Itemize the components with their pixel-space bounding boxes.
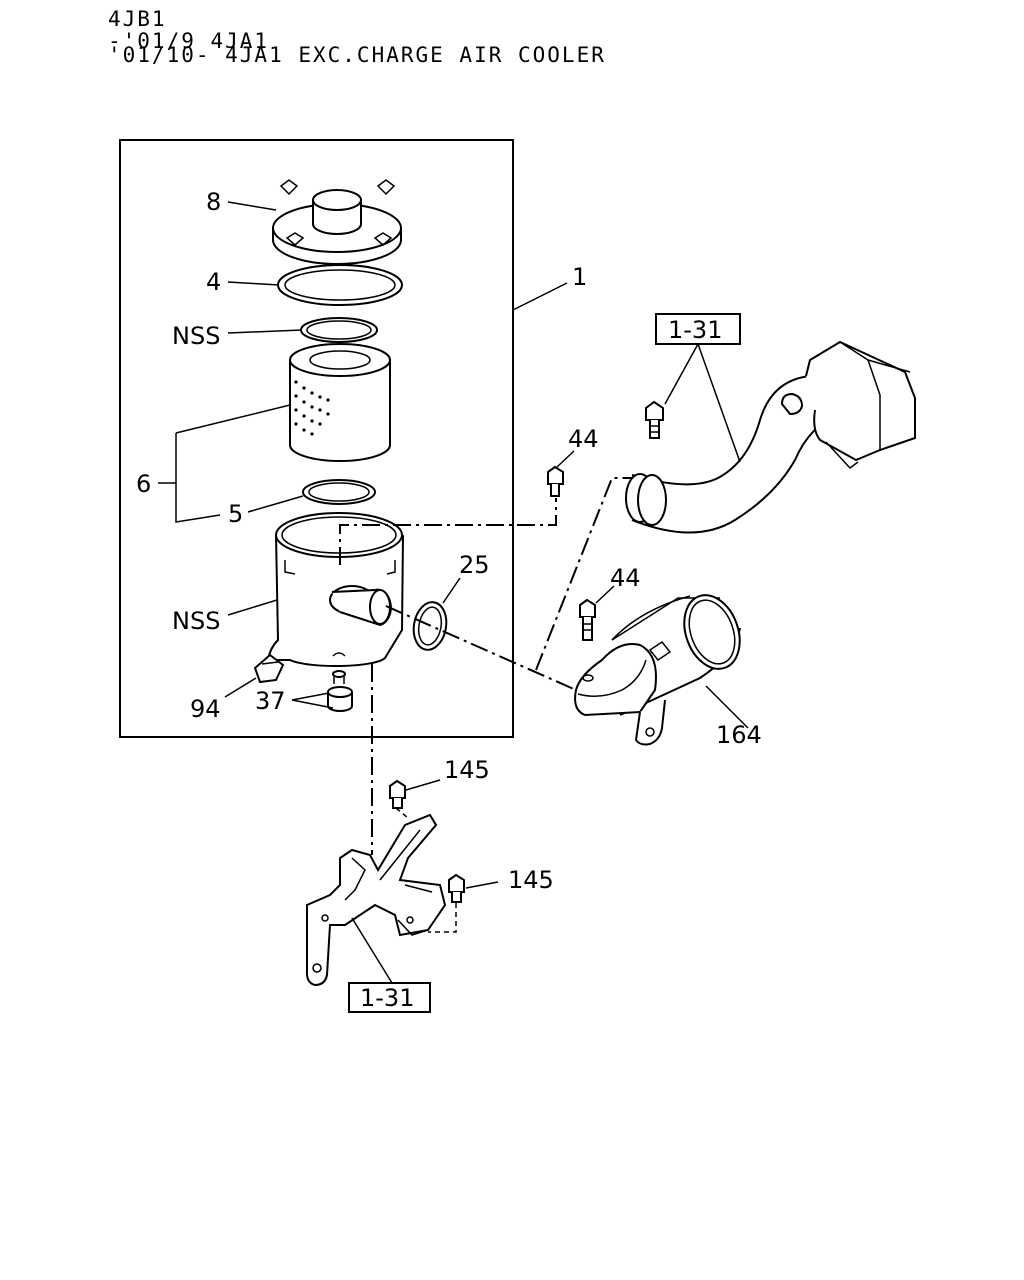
part-8-cover[interactable] [272,179,402,265]
callout-145-top: 145 [444,756,490,784]
callout-44-top: 44 [568,425,599,453]
callout-44-mid: 44 [610,564,641,592]
callout-164: 164 [716,721,762,749]
callout-6: 6 [136,470,151,498]
callout-1: 1 [572,263,587,291]
assembly-frame [119,139,514,738]
assembly-lines [339,477,632,933]
callout-4: 4 [206,268,221,296]
header-line-3: '01/10- 4JA1 EXC.CHARGE AIR COOLER [108,43,606,67]
ref-label-top[interactable]: 1-31 [668,316,722,344]
callout-25: 25 [459,551,490,579]
callout-94: 94 [190,695,221,723]
part-145-bolt-top[interactable] [389,779,406,809]
callout-8: 8 [206,188,221,216]
leader-lines [158,201,749,984]
ref-label-bottom[interactable]: 1-31 [360,984,414,1012]
part-44-bolt-mid[interactable] [579,598,596,641]
callout-nss-housing: NSS [172,607,220,635]
ref-box-top[interactable] [655,313,741,345]
part-4-seal-ring[interactable] [277,264,403,306]
part-164-resonator[interactable] [574,587,749,746]
part-145-bolt-mid[interactable] [448,873,465,903]
callout-5: 5 [228,500,243,528]
part-94-valve[interactable] [253,653,285,684]
part-6-filter-element[interactable] [289,343,391,462]
header-line-1: 4JB1 [108,7,167,31]
part-nss-housing[interactable] [266,512,404,668]
part-44-bolt-top[interactable] [547,465,564,497]
ref-box-bottom[interactable] [348,982,431,1013]
part-5-ring[interactable] [302,479,376,505]
header-line-2: -'01/9 4JA1 [108,29,270,53]
part-mounting-bracket[interactable] [305,813,447,987]
callout-145-mid: 145 [508,866,554,894]
callout-37: 37 [255,687,286,715]
part-upper-air-pipe[interactable] [625,340,916,534]
callout-nss-top: NSS [172,322,220,350]
part-bolt-upper-pipe[interactable] [645,400,664,439]
part-nss-ring[interactable] [300,317,378,343]
part-37-grommets[interactable] [327,670,353,712]
